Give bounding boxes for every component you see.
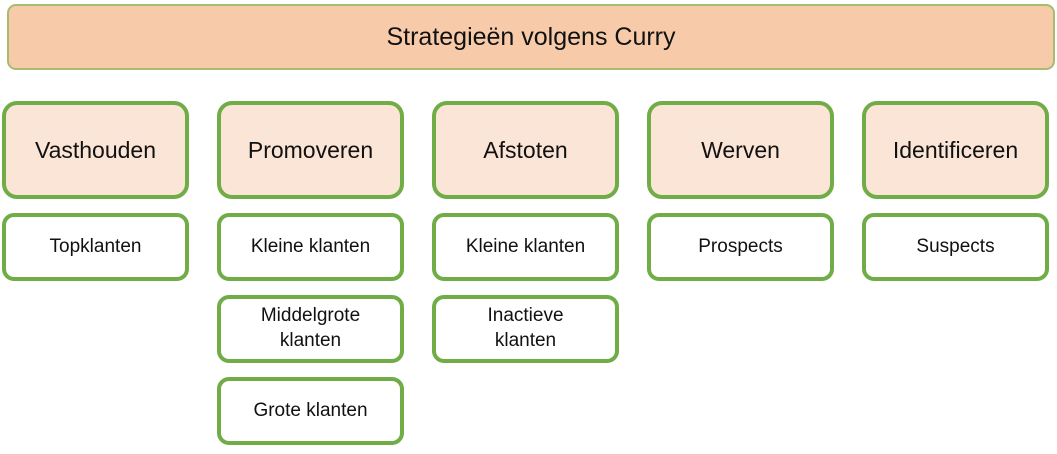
strategy-header-label: Promoveren — [247, 136, 374, 163]
strategy-header-label: Vasthouden — [34, 136, 157, 163]
strategy-header-promoveren: Promoveren — [217, 101, 404, 199]
segment-label: Suspects — [916, 235, 995, 257]
segment-label: Kleine klanten — [250, 235, 371, 257]
segment-label: Middelgrote klanten — [260, 305, 361, 351]
strategy-header-label: Werven — [701, 136, 780, 163]
segment-label: Prospects — [698, 235, 783, 257]
column-identificeren: Identificeren Suspects — [862, 101, 1049, 445]
diagram-title-bar: Strategieën volgens Curry — [7, 4, 1055, 70]
segment-box-suspects: Suspects — [862, 213, 1049, 281]
segment-box-inactieve-klanten: Inactieve klanten — [432, 295, 619, 363]
column-werven: Werven Prospects — [647, 101, 834, 445]
segment-label: Kleine klanten — [465, 235, 586, 257]
strategy-columns: Vasthouden Topklanten Promoveren Kleine … — [0, 101, 1057, 445]
strategy-header-vasthouden: Vasthouden — [2, 101, 189, 199]
segment-box-topklanten: Topklanten — [2, 213, 189, 281]
strategy-header-afstoten: Afstoten — [432, 101, 619, 199]
segment-box-grote-klanten: Grote klanten — [217, 377, 404, 445]
strategy-header-werven: Werven — [647, 101, 834, 199]
segment-box-prospects: Prospects — [647, 213, 834, 281]
diagram-title: Strategieën volgens Curry — [386, 22, 676, 51]
strategy-header-label: Identificeren — [892, 136, 1019, 163]
strategy-header-identificeren: Identificeren — [862, 101, 1049, 199]
segment-box-kleine-klanten: Kleine klanten — [432, 213, 619, 281]
segment-label: Grote klanten — [253, 399, 368, 421]
column-vasthouden: Vasthouden Topklanten — [2, 101, 189, 445]
segment-label: Inactieve klanten — [487, 305, 564, 351]
strategy-header-label: Afstoten — [483, 136, 568, 163]
segment-label: Topklanten — [49, 235, 142, 257]
segment-box-middelgrote-klanten: Middelgrote klanten — [217, 295, 404, 363]
column-afstoten: Afstoten Kleine klanten Inactieve klante… — [432, 101, 619, 445]
column-promoveren: Promoveren Kleine klanten Middelgrote kl… — [217, 101, 404, 445]
segment-box-kleine-klanten: Kleine klanten — [217, 213, 404, 281]
